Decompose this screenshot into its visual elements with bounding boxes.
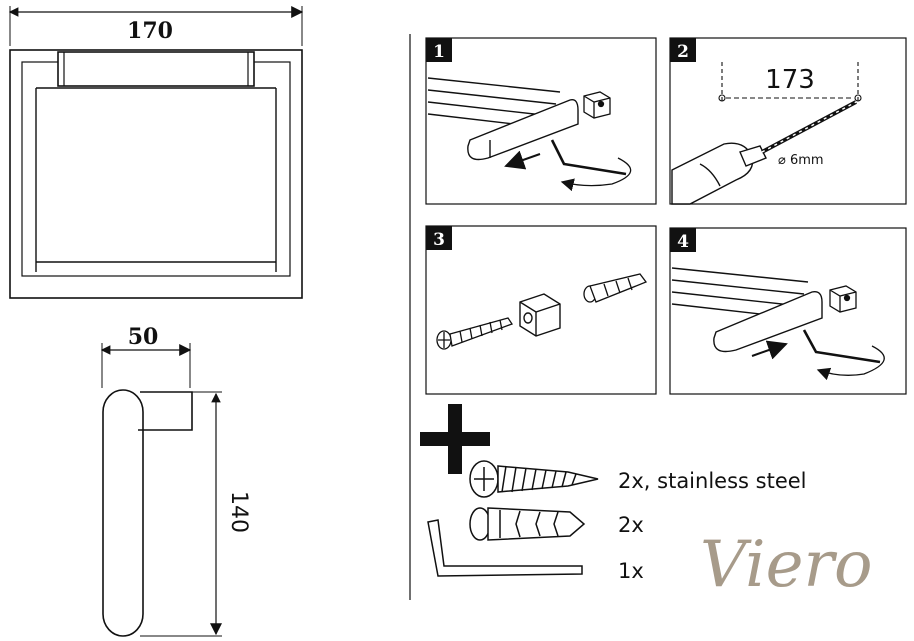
height-label: 140 [226, 491, 251, 533]
wall-block-icon-large [519, 293, 561, 337]
hole-spacing-label: 173 [765, 65, 815, 95]
width-label: 170 [127, 18, 173, 44]
drill-size-label: ⌀ 6mm [778, 153, 824, 168]
rotate-arrow [560, 157, 632, 192]
plus-icon [420, 404, 490, 474]
step-2-panel: 2 173 ⌀ 6mm [669, 37, 907, 205]
step-3-panel: 3 [425, 225, 657, 395]
side-view [100, 343, 222, 637]
wall-plug-icon [469, 507, 586, 541]
screw-qty: 2x, stainless steel [618, 469, 807, 493]
wall-block-icon [829, 285, 857, 313]
rotate-arrow [816, 345, 885, 381]
drill-icon [671, 100, 857, 205]
step-4-panel: 4 [669, 227, 907, 395]
step-1-number: 1 [433, 42, 445, 62]
allen-key-icon [550, 139, 627, 176]
wall-plug-qty: 2x [618, 513, 644, 537]
screw-icon [436, 317, 513, 350]
push-arrow [751, 340, 788, 360]
front-view [8, 6, 304, 299]
step-2-number: 2 [677, 42, 689, 62]
brand-logo: Viero [700, 528, 873, 602]
depth-label: 50 [128, 324, 159, 350]
holder-illustration-step4 [671, 267, 823, 353]
step-4-number: 4 [677, 232, 689, 252]
allen-key-icon [802, 329, 881, 364]
allen-key-icon [427, 519, 583, 577]
wall-plug-icon [583, 273, 648, 303]
step-1-panel: 1 [425, 37, 657, 205]
screw-icon [469, 460, 599, 498]
holder-illustration [427, 77, 579, 161]
wall-block-icon [583, 91, 611, 119]
allen-key-qty: 1x [618, 559, 644, 583]
step-3-number: 3 [433, 230, 445, 250]
pull-arrow [504, 150, 541, 170]
